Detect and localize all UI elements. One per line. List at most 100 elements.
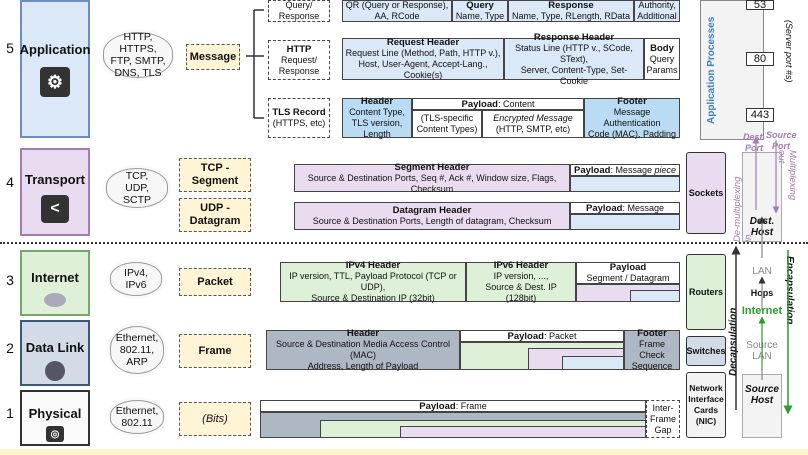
bits-payload: Payload: Frame	[260, 400, 646, 412]
bits-segment-body	[400, 426, 646, 438]
layer-data-link: Data Link	[20, 320, 90, 386]
source-host-label: Source Host	[745, 384, 779, 406]
http-request-title: Request Header	[386, 37, 460, 48]
bits-payload-rest: : Frame	[455, 400, 487, 411]
port-53: 53	[746, 0, 774, 11]
layer-internet-label: Internet	[31, 270, 79, 285]
layer-5-number: 5	[6, 40, 14, 56]
tls-payload-title: Payload: Content	[412, 98, 584, 110]
tls-label: TLS Record(HTTPS, etc)	[268, 98, 330, 138]
layer-internet: Internet	[20, 250, 90, 316]
http-response-title: Response Header	[533, 31, 615, 43]
http-response-sub: Status Line (HTTP v., SCode, SText), Ser…	[515, 42, 633, 86]
layer-physical-label: Physical	[28, 406, 82, 421]
datalink-protocols-cloud: Ethernet, 802.11, ARP	[110, 326, 164, 374]
port-443: 443	[746, 108, 774, 122]
pdu-tcp-segment: TCP - Segment	[179, 158, 251, 192]
app-processes-panel	[700, 0, 764, 140]
segment-header-title: Segment Header	[394, 161, 470, 173]
tls-header-title: Header	[360, 96, 394, 107]
app-processes-label: Application Processes	[706, 16, 717, 124]
datagram-payload-rest: : Message	[622, 202, 664, 213]
bits-payload-b: Payload	[419, 400, 456, 412]
bottom-strip	[0, 449, 808, 455]
layer-1-number: 1	[6, 405, 14, 421]
layer-3-number: 3	[6, 272, 14, 288]
dns-response-title: Response	[548, 0, 594, 11]
inter-frame-gap: Inter- Frame Gap	[646, 400, 680, 438]
pdu-message: Message	[186, 44, 240, 70]
dns-authority: Authority, Additional	[634, 0, 680, 22]
ipv4-title: IPv4 Header	[345, 260, 401, 271]
dns-response-sub: Name, Type, RLength, RData	[512, 11, 630, 21]
internet-label: Internet	[741, 305, 783, 317]
device-switches: Switches	[686, 336, 726, 366]
packet-payload-sub: Segment / Datagram	[586, 273, 670, 283]
tls-footer-sub: Message Authentication Code (MAC), Paddi…	[587, 107, 677, 139]
layer-application: Application ⚙	[20, 0, 90, 138]
segment-payload: Payload: Message piece	[570, 164, 680, 176]
layer-application-label: Application	[19, 42, 91, 57]
segment-payload-rest: : Message	[610, 164, 655, 175]
layer-divider	[0, 242, 808, 244]
datagram-header-sub: Source & Destination Ports, Length of da…	[312, 216, 552, 226]
tls-label-title: TLS Record	[272, 107, 326, 118]
tls-footer-title: Footer	[617, 96, 647, 107]
mux-label: Multiplexing out	[776, 150, 798, 201]
layer-data-link-label: Data Link	[25, 340, 85, 355]
pdu-frame: Frame	[179, 334, 251, 368]
datagram-payload: Payload: Message	[570, 202, 680, 214]
dns-query-sub: Name, Type	[455, 11, 505, 21]
device-nic: Network Interface Cards (NIC)	[686, 372, 726, 438]
internet-protocols-cloud: IPv4, IPv6	[110, 262, 162, 296]
tls-payload-encrypted: Encrypted Message(HTTP, SMTP, etc)	[482, 110, 584, 138]
frame-payload-b: Payload	[507, 330, 544, 342]
dns-header: QR (Query or Response), AA, RCode	[342, 0, 452, 22]
frame-header-title: Header	[346, 328, 380, 339]
server-port-label: (Server port #s)	[784, 20, 794, 83]
tls-payload-rest: : Content	[497, 98, 535, 109]
transport-protocols-cloud: TCP, UDP, SCTP	[106, 168, 168, 208]
segment-payload-b: Payload	[574, 164, 611, 176]
frame-footer-sub: Frame Check Sequence	[631, 339, 673, 371]
pdu-packet: Packet	[179, 268, 251, 296]
tls-header-sub: Content Type, TLS version, Length	[349, 107, 405, 139]
frame-payload-rest: : Packet	[543, 330, 577, 341]
tls-encrypted-title: Encrypted Message	[493, 113, 573, 123]
router-icon	[44, 293, 66, 307]
tls-payload-b: Payload	[461, 98, 498, 110]
lan-label: LAN	[752, 266, 772, 277]
tls-payload-specific: (TLS-specific Content Types)	[412, 110, 482, 138]
layer-2-number: 2	[6, 340, 14, 356]
signal-icon: ◎	[46, 426, 64, 442]
globe-icon	[45, 361, 65, 381]
device-sockets: Sockets	[686, 152, 726, 234]
ipv6-title: IPv6 Header	[493, 260, 549, 271]
app-bracket	[246, 9, 264, 119]
pdu-bits: (Bits)	[179, 402, 251, 436]
packet-payload-b: Payload	[609, 262, 647, 273]
dns-label: Query/ Response	[268, 0, 330, 22]
gear-icon: ⚙	[40, 67, 70, 97]
ipv4-sub: IP version, TTL, Payload Protocol (TCP o…	[289, 271, 457, 303]
http-request-sub: Request Line (Method, Path, HTTP v.), Ho…	[345, 48, 501, 80]
ipv6-sub: IP version, ..., Source & Dest. IP (128b…	[485, 271, 557, 303]
layer-physical: Physical ◎	[20, 390, 90, 446]
http-body-sub: Query Params	[646, 53, 678, 75]
device-routers: Routers	[686, 254, 726, 330]
tls-encrypted-sub: (HTTP, SMTP, etc)	[495, 124, 571, 134]
datagram-header-title: Datagram Header	[392, 205, 472, 216]
flow-arrows	[731, 136, 793, 415]
